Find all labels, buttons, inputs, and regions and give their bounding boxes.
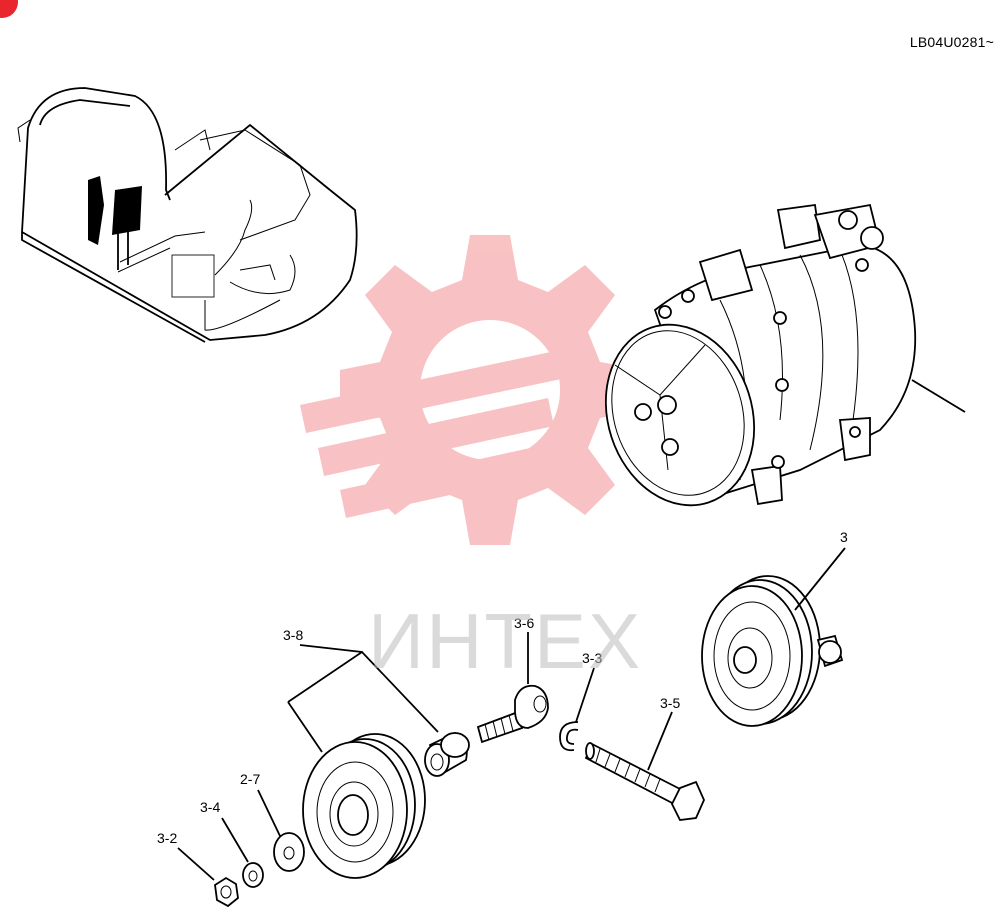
- callout-3: 3: [840, 529, 848, 545]
- serial-range: LB04U0281~: [909, 34, 994, 50]
- callout-3-2: 3-2: [157, 830, 177, 846]
- pulley-icon: [302, 733, 426, 879]
- callout-2-7: 2-7: [240, 771, 260, 787]
- bolt-icon: [584, 742, 705, 821]
- nut-icon: [214, 876, 239, 908]
- callout-3-5: 3-5: [660, 695, 680, 711]
- bushing-icon: [424, 732, 470, 777]
- snap-ring-icon: [559, 721, 579, 752]
- callout-3-3: 3-3: [582, 650, 602, 666]
- bolt-icon: [476, 684, 549, 744]
- excavator-overview-icon: [17, 87, 358, 343]
- washer-icon: [273, 832, 305, 872]
- callout-3-6: 3-6: [514, 615, 534, 631]
- pulley-icon: [701, 575, 844, 727]
- snap-ring-icon: [242, 862, 264, 888]
- corner-badge: [0, 0, 18, 18]
- callout-3-8: 3-8: [283, 627, 303, 643]
- watermark-text: ИНТЕХ: [368, 597, 643, 685]
- watermark-gear-icon: [300, 235, 645, 545]
- compressor-icon: [604, 203, 966, 507]
- callout-3-4: 3-4: [200, 799, 220, 815]
- leader-lines: [177, 547, 846, 881]
